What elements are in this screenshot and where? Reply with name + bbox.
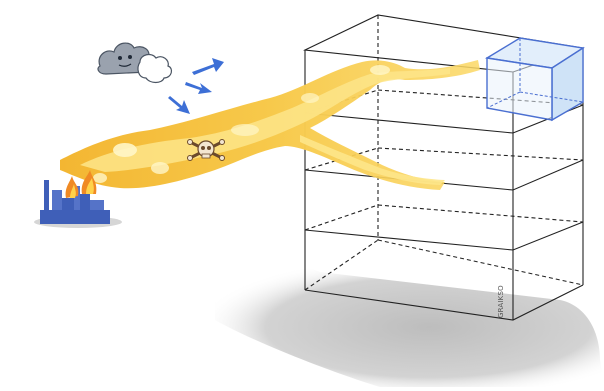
storm-cloud-icon (97, 42, 173, 84)
wind-arrow-icon (168, 58, 224, 114)
burning-factory-icon (34, 170, 122, 228)
pollution-plume (60, 60, 480, 190)
illustration-credit: GRAIKSO (497, 285, 505, 318)
highlighted-room (484, 37, 585, 122)
skull-crossbones-icon (187, 139, 225, 161)
ground-shadow (215, 267, 604, 387)
